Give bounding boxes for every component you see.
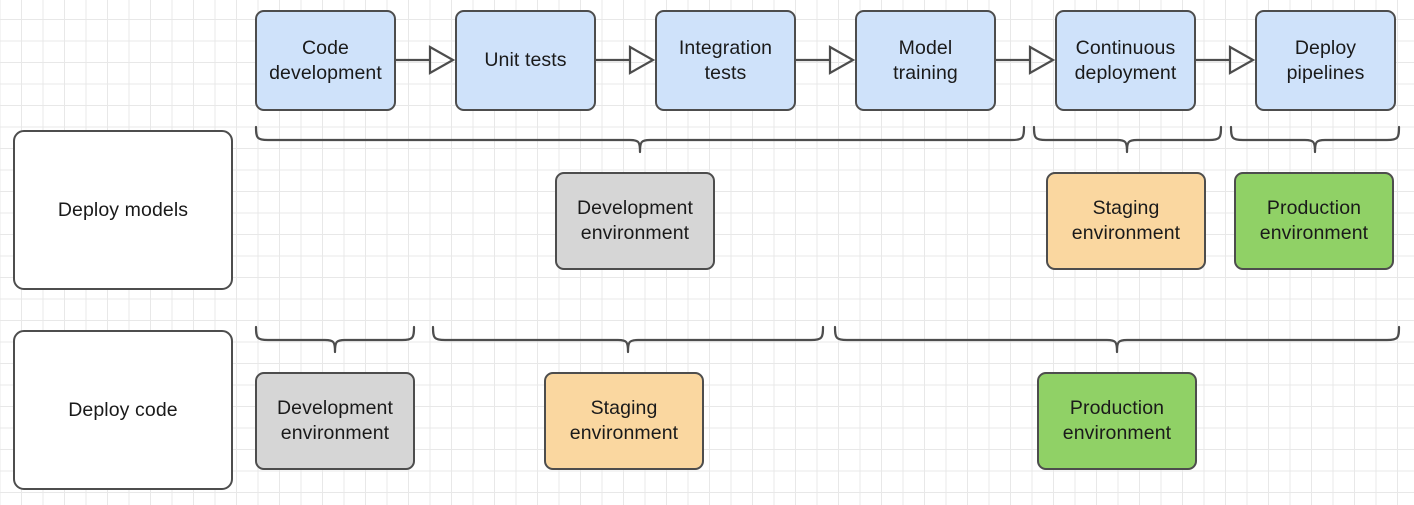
environment-label: Development environment <box>577 196 693 246</box>
row-title-deploy-models[interactable]: Deploy models <box>13 130 233 290</box>
environment-label: Staging environment <box>1072 196 1180 246</box>
brace-deploy-models-production <box>1229 125 1401 156</box>
environment-label: Production environment <box>1260 196 1368 246</box>
row-title-deploy-code[interactable]: Deploy code <box>13 330 233 490</box>
step-label-line2: deployment <box>1074 61 1177 84</box>
environment-label-line2: environment <box>1071 222 1181 244</box>
brace-deploy-models-staging <box>1032 125 1223 156</box>
row-title-label: Deploy code <box>68 398 178 421</box>
deploy-code-production-environment[interactable]: Production environment <box>1037 372 1197 470</box>
pipeline-step-integration-tests[interactable]: Integration tests <box>655 10 796 111</box>
environment-label-line2: environment <box>580 222 690 244</box>
row-title-label: Deploy models <box>57 198 189 221</box>
pipeline-step-label: Model training <box>893 36 958 86</box>
pipeline-step-continuous-deployment[interactable]: Continuous deployment <box>1055 10 1196 111</box>
deploy-models-staging-environment[interactable]: Staging environment <box>1046 172 1206 270</box>
arrow-icon <box>796 44 856 76</box>
deploy-code-development-environment[interactable]: Development environment <box>255 372 415 470</box>
pipeline-step-code-development[interactable]: Code development <box>255 10 396 111</box>
environment-label-line1: Staging <box>590 397 658 420</box>
pipeline-step-label: Unit tests <box>484 48 566 73</box>
brace-deploy-code-production <box>833 325 1401 356</box>
environment-label: Production environment <box>1063 396 1171 446</box>
step-label-line2: pipelines <box>1286 61 1365 84</box>
step-label-line1: Model <box>898 36 953 59</box>
environment-label-line1: Development <box>577 197 693 220</box>
pipeline-step-unit-tests[interactable]: Unit tests <box>455 10 596 111</box>
environment-label-line1: Production <box>1069 397 1165 420</box>
step-label-line2: tests <box>704 61 747 84</box>
step-label-line1: Unit tests <box>484 49 567 72</box>
brace-deploy-models-development <box>254 125 1026 156</box>
environment-label-line2: environment <box>1259 222 1369 244</box>
pipeline-step-label: Integration tests <box>679 36 772 86</box>
arrow-icon <box>396 44 456 76</box>
deploy-code-staging-environment[interactable]: Staging environment <box>544 372 704 470</box>
deploy-models-development-environment[interactable]: Development environment <box>555 172 715 270</box>
step-label-line2: training <box>893 61 958 84</box>
arrow-icon <box>596 44 656 76</box>
brace-deploy-code-staging <box>431 325 825 356</box>
step-label-line1: Continuous <box>1075 36 1176 59</box>
step-label-line2: development <box>269 61 382 84</box>
environment-label-line2: environment <box>569 422 679 444</box>
step-label-line1: Integration <box>678 36 773 59</box>
arrow-icon <box>996 44 1056 76</box>
environment-label: Development environment <box>277 396 393 446</box>
step-label-line1: Deploy <box>1294 36 1357 59</box>
environment-label-line1: Production <box>1266 197 1362 220</box>
step-label-line1: Code <box>301 36 349 59</box>
deploy-models-production-environment[interactable]: Production environment <box>1234 172 1394 270</box>
arrow-icon <box>1196 44 1256 76</box>
pipeline-step-label: Continuous deployment <box>1075 36 1177 86</box>
pipeline-step-deploy-pipelines[interactable]: Deploy pipelines <box>1255 10 1396 111</box>
pipeline-step-label: Deploy pipelines <box>1287 36 1365 86</box>
pipeline-step-label: Code development <box>269 36 382 86</box>
brace-deploy-code-development <box>254 325 416 356</box>
environment-label-line1: Development <box>277 397 393 420</box>
environment-label-line2: environment <box>1062 422 1172 444</box>
environment-label: Staging environment <box>570 396 678 446</box>
pipeline-step-model-training[interactable]: Model training <box>855 10 996 111</box>
environment-label-line1: Staging <box>1092 197 1160 220</box>
environment-label-line2: environment <box>280 422 390 444</box>
